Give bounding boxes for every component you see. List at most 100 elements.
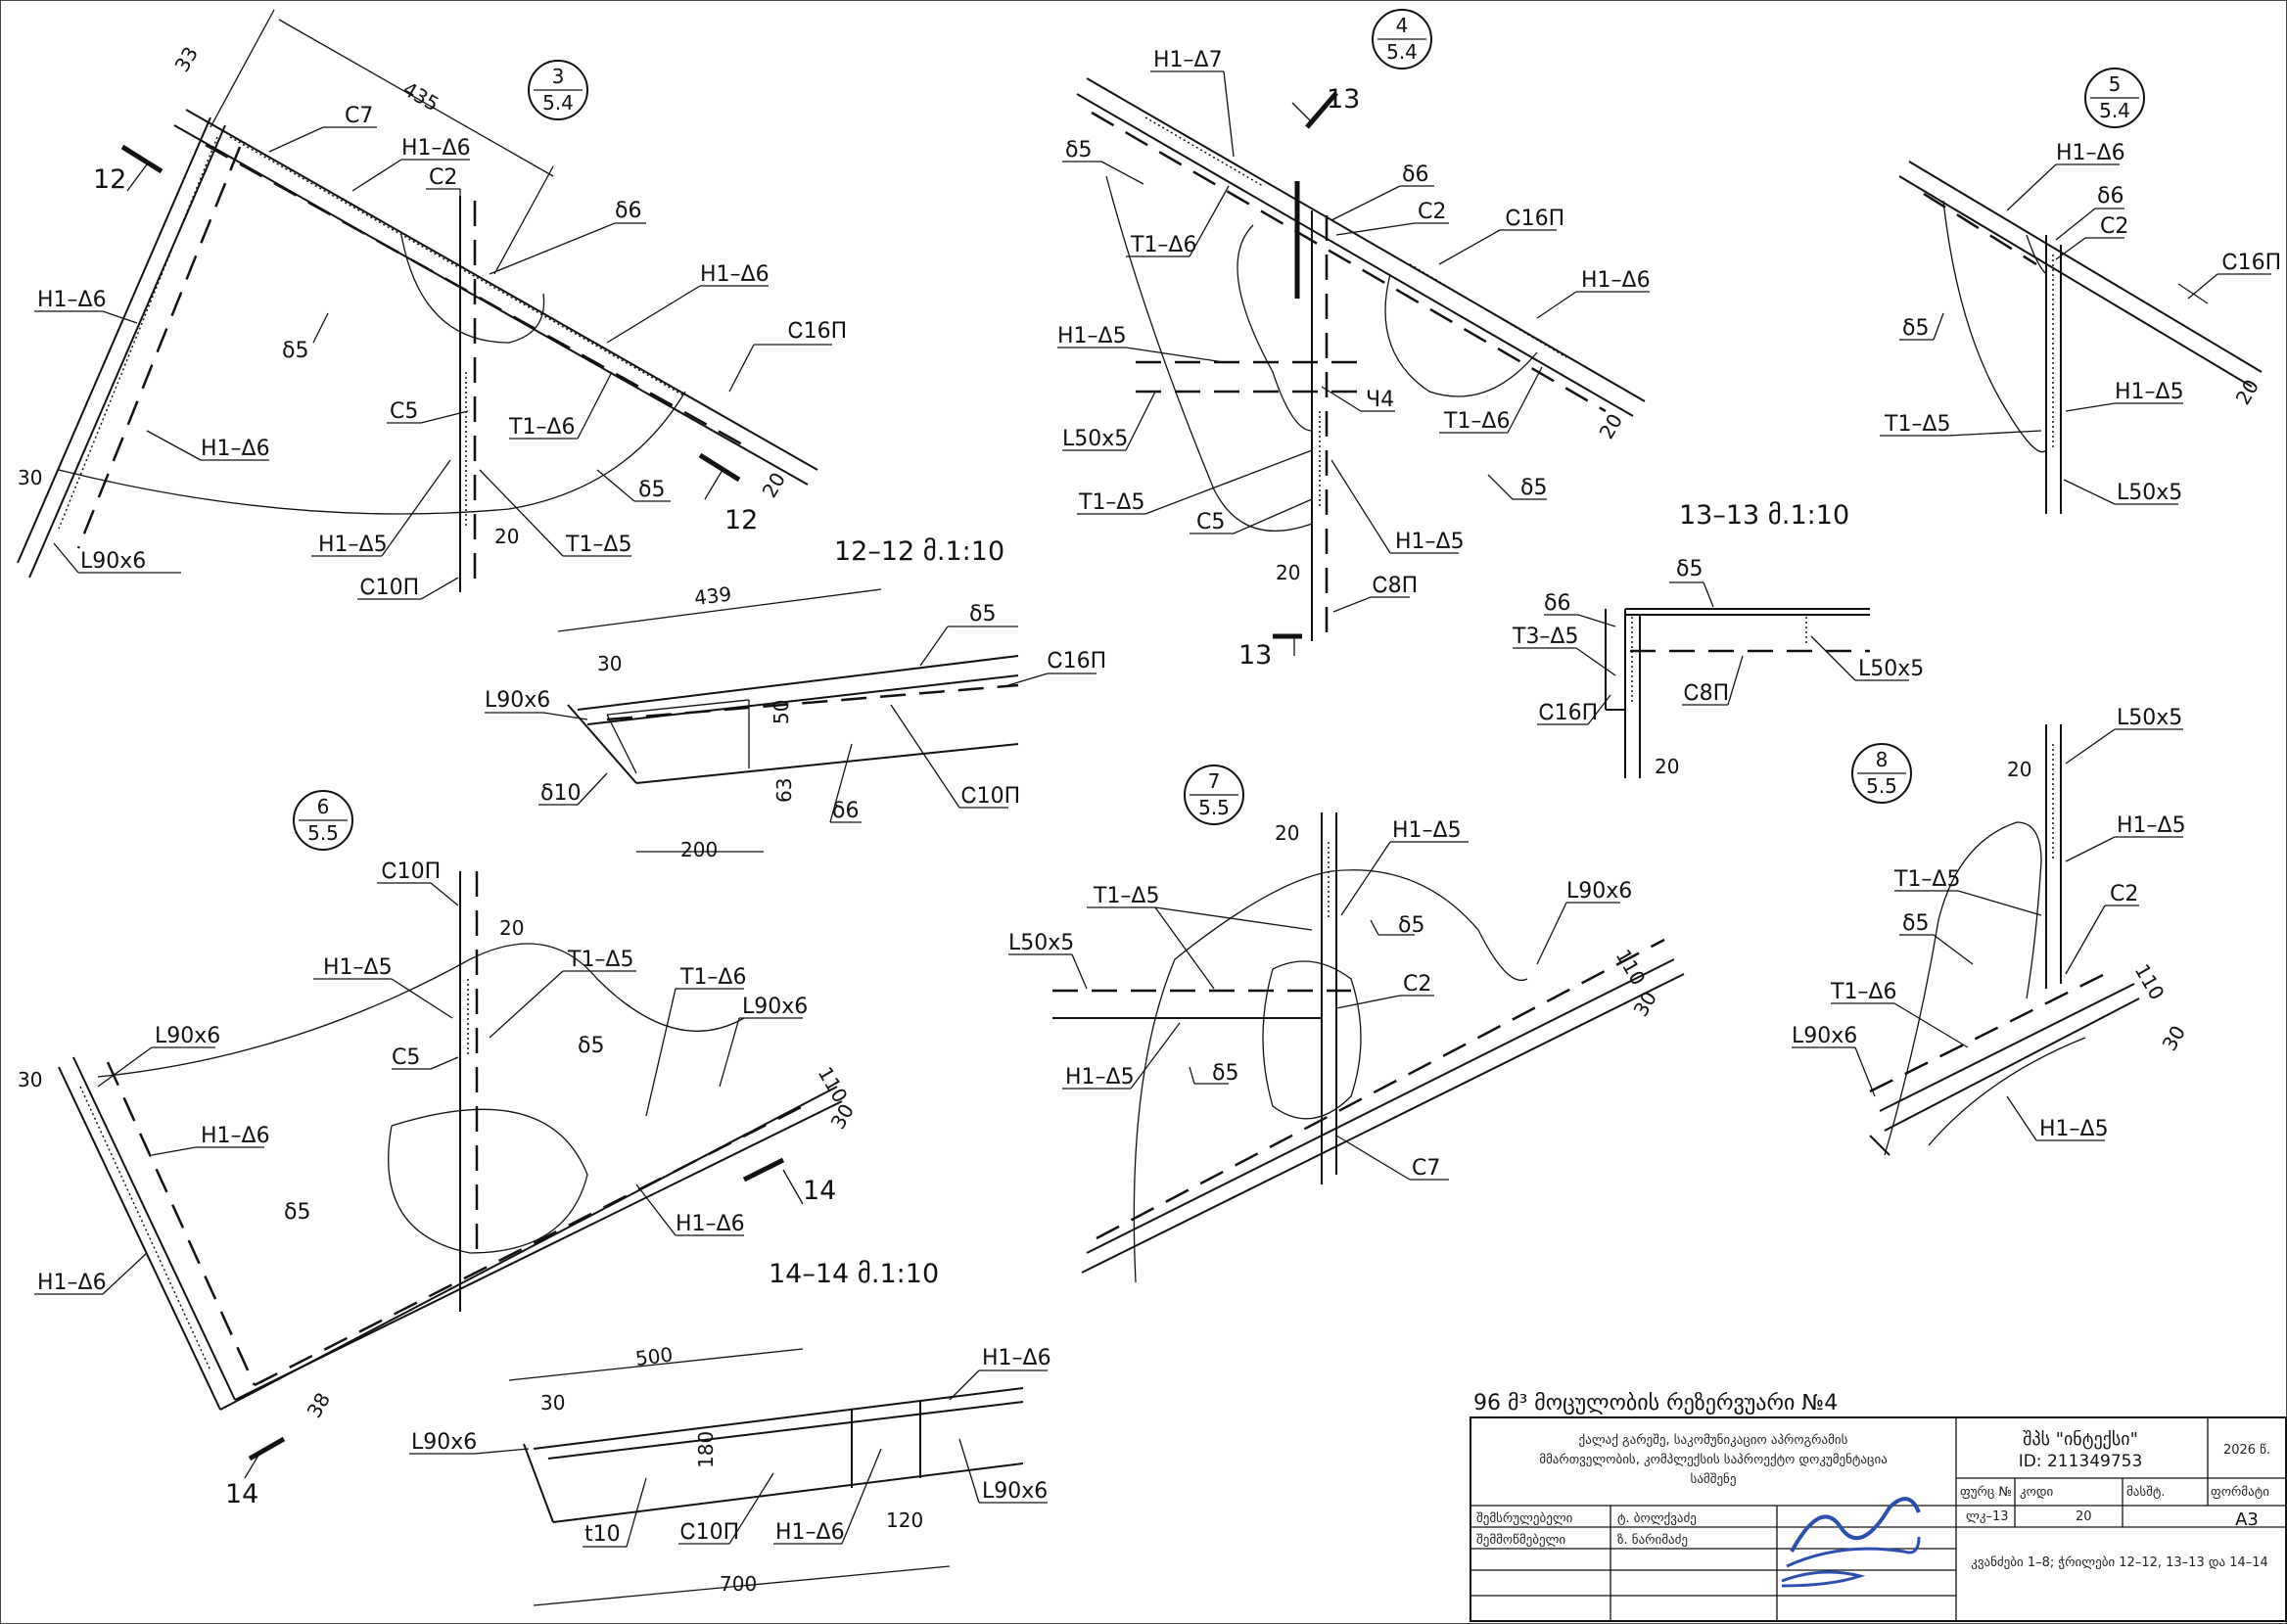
section-title-12: 12–12 მ.1:10	[834, 536, 1004, 567]
sheet-code: ლკ–13	[1966, 1509, 2009, 1524]
label-T1-6-b: T1–Δ6	[1130, 233, 1196, 257]
dim-30-f: 30	[1629, 987, 1662, 1020]
signature-stamp	[1781, 1497, 1921, 1588]
dim-30-c: 30	[18, 1068, 42, 1091]
row1-name: ტ. ბოლქვაძე	[1617, 1511, 1697, 1526]
label-L90x6-d: L90x6	[155, 1024, 220, 1048]
label-L90x6-f: L90x6	[982, 1479, 1048, 1504]
label-d5-h: δ5	[578, 1034, 604, 1058]
label-T3-5: T3–Δ5	[1512, 625, 1578, 649]
dim-30-b: 30	[597, 652, 622, 675]
label-C10P-c: Ꮯ10П	[382, 859, 441, 884]
svg-text:5.5: 5.5	[307, 821, 339, 845]
callout-3: 3 5.4	[528, 60, 588, 120]
label-L50x5-c: L50x5	[2117, 481, 2182, 505]
svg-text:5: 5	[2109, 72, 2122, 96]
section-title-13: 13–13 მ.1:10	[1679, 500, 1849, 531]
label-C10P-b: Ꮯ10П	[961, 784, 1020, 809]
label-H1-5-c: H1–Δ5	[1395, 530, 1465, 554]
section-title-14: 14–14 მ.1:10	[769, 1259, 939, 1289]
svg-text:5.4: 5.4	[1386, 40, 1418, 64]
label-T1-6-d: T1–Δ6	[679, 965, 746, 990]
label-H1-5-a: H1–Δ5	[318, 533, 388, 557]
dim-180: 180	[694, 1431, 718, 1468]
dim-20-g: 20	[499, 916, 524, 940]
label-d5-a: δ5	[282, 339, 308, 363]
label-C10P-d: Ꮯ10П	[680, 1520, 739, 1545]
label-H1-5-b: H1–Δ5	[1057, 324, 1127, 348]
label-d5-c: δ5	[969, 602, 996, 626]
callout-7: 7 5.5	[1184, 765, 1244, 825]
section-mark-12-a: 12	[93, 164, 126, 195]
detail-6: 14 14 30 20 110 30 38 Ꮯ10П H1–Δ5 T1–Δ5 T…	[18, 859, 859, 1509]
dim-439: 439	[693, 581, 733, 609]
dim-20-e: 20	[1655, 755, 1679, 778]
section-12-12: 12–12 მ.1:10 439 30 200 63 50 δ5 Ꮯ16П L9…	[485, 536, 1106, 861]
project-desc-3: სამშენე	[1691, 1472, 1737, 1487]
label-C16P-c: Ꮯ16П	[1506, 207, 1564, 231]
label-C5-c: C5	[392, 1045, 420, 1070]
label-C7: C7	[345, 104, 373, 128]
format-value: A3	[2235, 1509, 2259, 1530]
dim-110-b: 110	[1611, 946, 1651, 990]
label-d6-e: δ6	[2097, 184, 2124, 209]
svg-text:8: 8	[1876, 748, 1889, 771]
label-C2-e: C2	[2110, 882, 2138, 906]
label-d6-b: δ6	[832, 799, 859, 823]
title-block: 96 მ³ მოცულობის რეზერვუარი №4 ქალაქ გარე…	[1470, 1391, 2287, 1622]
company-name: შპს "ინტექსი"	[2023, 1429, 2138, 1450]
label-L90x6-c: L90x6	[742, 995, 808, 1019]
label-H1-7: H1–Δ7	[1153, 48, 1223, 72]
section-mark-14-b: 14	[225, 1479, 258, 1509]
label-T1-5-e: T1–Δ5	[1093, 884, 1159, 908]
dim-110-a: 110	[814, 1063, 853, 1107]
label-H1-6-a: H1–Δ6	[401, 136, 471, 161]
label-T1-5-c: T1–Δ5	[1884, 412, 1950, 437]
svg-text:3: 3	[552, 65, 565, 88]
label-L50x5-b: L50x5	[1858, 657, 1924, 681]
code-label: კოდი	[2020, 1485, 2053, 1500]
label-d5-d: δ5	[1065, 138, 1092, 162]
section-14-14: 14–14 მ.1:10 500 30 180 120 700 H1–Δ6 L9…	[409, 1259, 1051, 1606]
label-d5-g: δ5	[1902, 316, 1929, 341]
label-H1-5-i: H1–Δ5	[2039, 1117, 2109, 1141]
dim-30-g: 30	[2158, 1021, 2191, 1054]
dim-20-c: 20	[1276, 561, 1300, 584]
label-C16P-d: Ꮯ16П	[1539, 701, 1598, 725]
label-d5-j: δ5	[1398, 913, 1424, 938]
label-H1-6-b: H1–Δ6	[700, 262, 770, 287]
label-H1-6-j: H1–Δ6	[982, 1346, 1051, 1370]
sheet-no-label: ფურც №	[1960, 1485, 2012, 1500]
label-d10: δ10	[540, 781, 581, 806]
dim-30-d: 30	[826, 1099, 860, 1133]
label-C5-a: C5	[390, 399, 418, 424]
dim-20-i: 20	[2007, 758, 2031, 781]
dim-63: 63	[772, 778, 796, 803]
dim-50: 50	[770, 700, 793, 724]
label-d5-b: δ5	[638, 478, 665, 502]
year: 2026 წ.	[2223, 1443, 2270, 1458]
svg-text:5.5: 5.5	[1198, 796, 1230, 819]
label-C2-d: C2	[1403, 972, 1431, 997]
row2-role: შემმოწმებელი	[1476, 1533, 1565, 1548]
label-C16P-e: Ꮯ16П	[2222, 251, 2281, 275]
label-C8P-a: Ꮯ8П	[1373, 574, 1418, 598]
label-C2-c: C2	[2100, 214, 2128, 239]
label-L50x5-e: L50x5	[2117, 706, 2182, 730]
project-desc-2: მმართველობის, კომპლექსის საპროექტო დოკუმ…	[1539, 1453, 1888, 1467]
label-C2-b: C2	[1418, 200, 1446, 224]
sheet-num: 20	[2076, 1509, 2092, 1524]
label-C10P-a: Ꮯ10П	[360, 576, 419, 600]
company-id: ID: 211349753	[2019, 1452, 2143, 1471]
label-d5-k: δ5	[1212, 1061, 1238, 1086]
dim-20-d: 20	[1595, 409, 1628, 442]
label-C16P-b: Ꮯ16П	[1048, 649, 1106, 673]
label-H1-6-c: H1–Δ6	[37, 288, 107, 312]
label-L90x6-a: L90x6	[80, 549, 146, 574]
label-T1-5-d: T1–Δ5	[567, 948, 633, 972]
label-d5-l: δ5	[1902, 911, 1929, 936]
drawing-title: კვანძები 1–8; ჭრილები 12–12, 13–13 და 14…	[1971, 1555, 2268, 1570]
svg-text:5.4: 5.4	[542, 91, 574, 115]
label-t10: t10	[584, 1522, 621, 1547]
